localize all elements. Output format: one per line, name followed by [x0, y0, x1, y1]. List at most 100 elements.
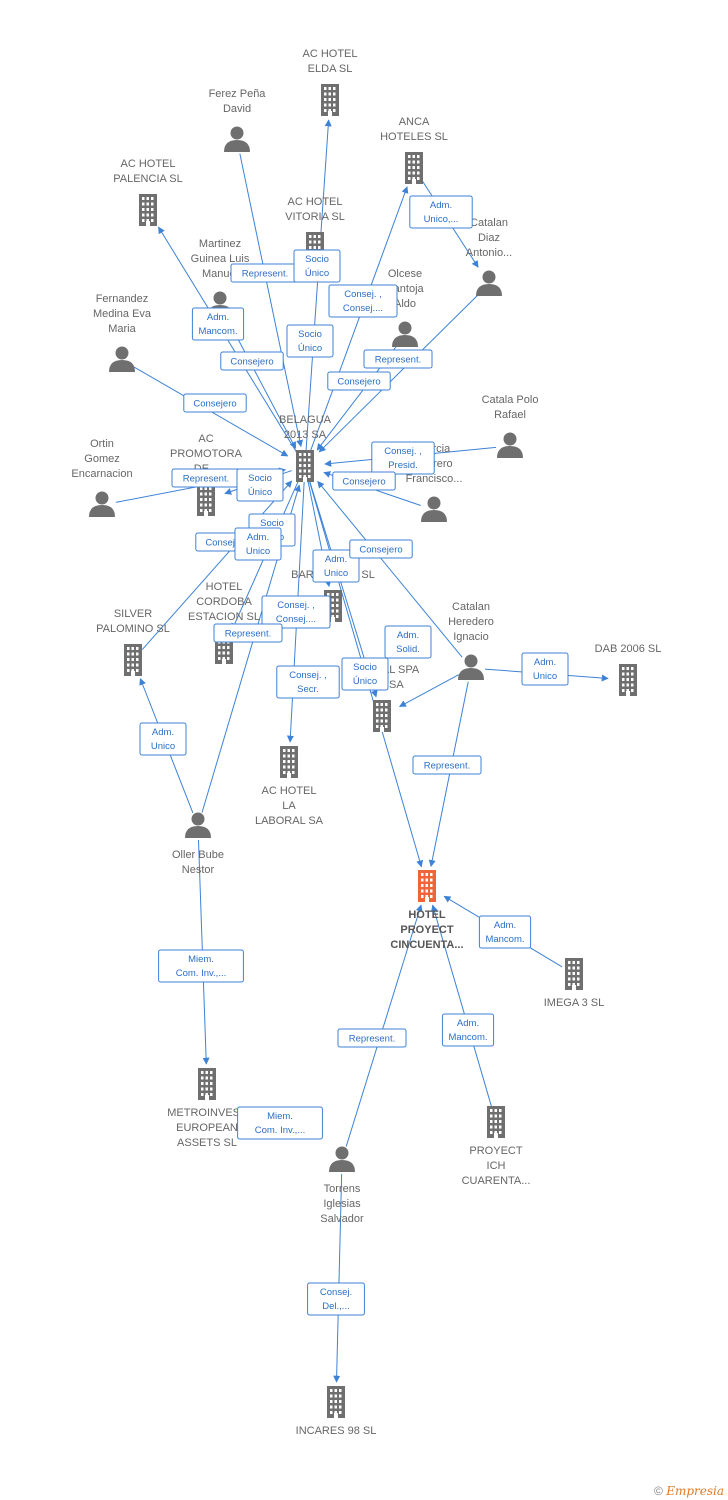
node-label-line: Catalan: [470, 217, 508, 229]
relation-label-text: Socio: [353, 662, 377, 673]
node-label-line: Ferez Peña: [209, 88, 267, 100]
relation-label-text: Represent.: [183, 474, 229, 485]
relation-label[interactable]: Consej.Del.,...: [307, 1282, 365, 1316]
relation-label[interactable]: Consej. ,Consej....: [261, 595, 331, 629]
relation-label[interactable]: Represent.: [171, 468, 241, 488]
node-label-line: Salvador: [320, 1213, 364, 1225]
node-proyect_ich[interactable]: PROYECTICHCUARENTA...: [462, 1106, 531, 1187]
node-label-line: Diaz: [478, 232, 500, 244]
relation-label[interactable]: Consej. ,Presid.: [371, 441, 435, 475]
relation-label[interactable]: Consejero: [327, 371, 391, 391]
node-label-line: AC HOTEL: [302, 48, 357, 60]
node-label-line: 2013 SA: [284, 429, 327, 441]
relation-label[interactable]: Represent.: [412, 755, 482, 775]
relation-label[interactable]: Adm.Unico: [139, 722, 187, 756]
node-label-line: IMEGA 3 SL: [544, 997, 605, 1009]
relation-label-text: Miem.: [267, 1111, 293, 1122]
person-icon: [329, 1146, 355, 1172]
node-label-line: Maria: [108, 323, 136, 335]
person-icon: [185, 812, 211, 838]
relation-label[interactable]: Miem.Com. Inv.,...: [158, 949, 244, 983]
relation-label[interactable]: Represent.: [230, 263, 300, 283]
node-belagua[interactable]: BELAGUA 2013 SA: [279, 414, 332, 482]
node-label-line: PROYECT: [469, 1145, 522, 1157]
node-label-line: AC HOTEL: [261, 785, 316, 797]
node-label-line: Olcese: [388, 268, 422, 280]
node-label-line: VITORIA SL: [285, 211, 345, 223]
relation-labels-layer: Represent.SocioÚnicoAdm.Unico,...Consej.…: [139, 195, 569, 1316]
node-label-line: Gomez: [84, 453, 119, 465]
relation-label[interactable]: Consejero: [220, 351, 284, 371]
node-label-line: AC: [198, 433, 213, 445]
node-label-line: LABORAL SA: [255, 815, 324, 827]
relation-label[interactable]: Adm.Solid.: [384, 625, 432, 659]
relation-label[interactable]: Adm. Unico: [234, 527, 282, 561]
relation-label-text: Adm.: [397, 630, 419, 641]
relation-label-text: Único: [353, 676, 377, 687]
relation-label-text: Adm.: [534, 657, 556, 668]
node-label-line: Francisco...: [406, 473, 463, 485]
relation-label-text: Mancom.: [448, 1032, 487, 1043]
relation-label[interactable]: Consejero: [183, 393, 247, 413]
relation-label[interactable]: Adm.Unico: [521, 652, 569, 686]
relation-label[interactable]: Adm.Unico: [312, 549, 360, 583]
edge-catalan_heredero-belagua: [317, 480, 463, 658]
relation-label[interactable]: Adm.Mancom.: [478, 915, 532, 949]
edge-proyect_ich-main: [431, 904, 493, 1109]
node-label-line: PALENCIA SL: [113, 173, 183, 185]
relation-label[interactable]: Adm.Mancom.: [441, 1013, 495, 1047]
node-label-line: HOTELES SL: [380, 131, 448, 143]
relation-label-text: Adm.: [247, 532, 269, 543]
relation-label[interactable]: Adm.Mancom.: [191, 307, 245, 341]
relation-label[interactable]: Represent.: [213, 623, 283, 643]
relation-label[interactable]: Consejero: [332, 471, 396, 491]
relation-label[interactable]: Consejero: [349, 539, 413, 559]
building-icon: [418, 870, 436, 902]
relation-label[interactable]: Represent.: [337, 1028, 407, 1048]
relation-label-text: Consejero: [193, 399, 236, 410]
relation-label-text: Consejero: [205, 538, 248, 549]
node-label-line: Ignacio: [453, 631, 488, 643]
relation-label-text: Unico: [246, 546, 270, 557]
relation-label[interactable]: Consej. ,Secr.: [276, 665, 340, 699]
relation-label[interactable]: Miem.Com. Inv.,...: [237, 1106, 323, 1140]
node-incares[interactable]: INCARES 98 SL: [296, 1386, 377, 1437]
relation-label[interactable]: Adm.Unico,...: [409, 195, 473, 229]
node-catalan_diaz[interactable]: CatalanDiazAntonio...: [466, 217, 512, 296]
node-main[interactable]: HOTELPROYECTCINCUENTA...: [390, 870, 464, 951]
footer-brand[interactable]: © Empresia: [654, 1484, 724, 1498]
relation-label-text: Único: [305, 268, 329, 279]
node-label-line: Encarnacion: [71, 468, 132, 480]
node-dab[interactable]: DAB 2006 SL: [595, 643, 662, 696]
building-icon: [321, 84, 339, 116]
node-label-line: AC HOTEL: [287, 196, 342, 208]
building-icon: [139, 194, 157, 226]
person-icon: [458, 654, 484, 680]
node-label-line: BELAGUA: [279, 414, 332, 426]
relation-label[interactable]: Consej. ,Consej....: [328, 284, 398, 318]
node-label-line: ELDA SL: [308, 63, 353, 75]
building-icon: [197, 484, 215, 516]
node-imega[interactable]: IMEGA 3 SL: [544, 958, 605, 1009]
person-icon: [109, 346, 135, 372]
relation-label-text: Consej....: [343, 303, 383, 314]
relation-label[interactable]: Represent.: [363, 349, 433, 369]
node-hotel_elda[interactable]: AC HOTEL ELDA SL: [302, 48, 358, 116]
